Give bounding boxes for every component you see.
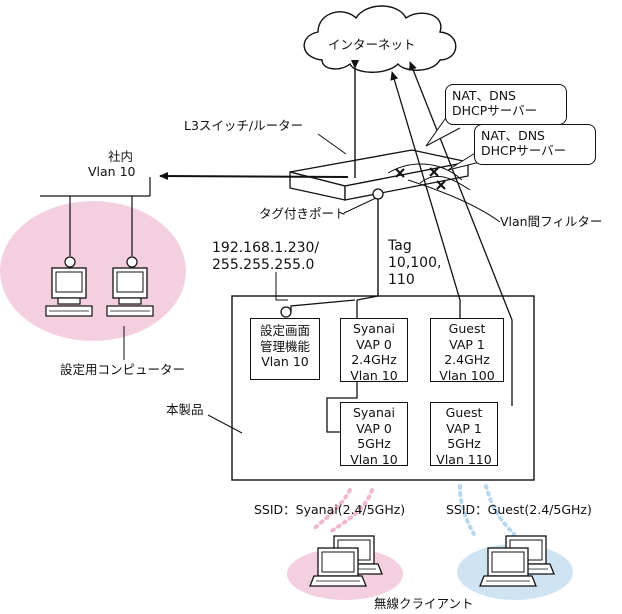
wireless-clients-label: 無線クライアント	[374, 596, 474, 611]
ip-line2: 255.255.255.0	[212, 257, 315, 273]
shanai-line1: 社内	[108, 149, 134, 164]
ip-address-label: 192.168.1.230/ 255.255.255.0	[212, 240, 319, 274]
vap-guest-5-line4: Vlan 110	[436, 451, 492, 467]
vap-guest-24-line2: VAP 1	[449, 336, 485, 352]
office-pc-1	[45, 267, 93, 317]
nat-callout-1-line1: NAT、DNS	[452, 88, 516, 103]
vap-syanai-24: Syanai VAP 0 2.4GHz Vlan 10	[340, 318, 408, 383]
vap-guest-24: Guest VAP 1 2.4GHz Vlan 100	[430, 318, 504, 383]
office-pc-2	[106, 267, 154, 317]
nat-callout-1-line2: DHCPサーバー	[452, 103, 538, 118]
shanai-label: 社内 Vlan 10	[88, 149, 136, 179]
mgmt-line3: Vlan 10	[261, 354, 309, 369]
vap-syanai-5: Syanai VAP 0 5GHz Vlan 10	[340, 402, 408, 467]
vap-guest-5-line1: Guest	[445, 405, 483, 420]
product-label: 本製品	[166, 402, 204, 417]
tag-port-label: タグ付きポート	[259, 206, 347, 221]
tag-line3: 110	[388, 272, 415, 288]
vap-syanai-5-line4: Vlan 10	[350, 451, 398, 467]
vap-guest-24-line1: Guest	[448, 321, 486, 336]
vlan-filter-label: Vlan間フィルター	[500, 214, 603, 229]
vap-guest-24-line3: 2.4GHz	[444, 352, 490, 367]
tag-vlans-label: Tag 10,100, 110	[388, 238, 441, 289]
mgmt-box: 設定画面 管理機能 Vlan 10	[250, 318, 320, 380]
office-area	[0, 201, 186, 341]
vlan-filter-crosses	[395, 167, 446, 190]
vap-guest-5: Guest VAP 1 5GHz Vlan 110	[430, 402, 498, 467]
vap-guest-5-line2: VAP 1	[446, 420, 482, 436]
wireless-signals-guest	[458, 484, 516, 536]
tag-line1: Tag	[388, 238, 412, 254]
syanai-laptop-front	[309, 547, 367, 587]
ssid-syanai-label: SSID：Syanai(2.4/5GHz)	[254, 502, 406, 517]
wireless-signals-syanai	[310, 488, 374, 534]
vap-syanai-5-line2: VAP 0	[356, 420, 392, 436]
vap-syanai-24-line4: Vlan 10	[350, 367, 398, 383]
ssid-guest-label: SSID：Guest(2.4/5GHz)	[446, 502, 592, 517]
mgmt-line1: 設定画面	[259, 323, 310, 338]
nat-callout-2-line2: DHCPサーバー	[481, 143, 567, 158]
nat-callout-2-line1: NAT、DNS	[481, 128, 545, 143]
shanai-line2: Vlan 10	[88, 164, 136, 179]
vap-syanai-5-line3: 5GHz	[357, 436, 391, 451]
settings-pc-label: 設定用コンピューター	[60, 362, 186, 377]
vap-syanai-24-line3: 2.4GHz	[351, 352, 397, 367]
vap-syanai-5-line1: Syanai	[352, 405, 396, 420]
vap-syanai-24-line1: Syanai	[352, 321, 396, 336]
ip-line1: 192.168.1.230/	[212, 240, 320, 256]
product-box	[231, 295, 535, 481]
vap-syanai-24-line2: VAP 0	[356, 336, 392, 352]
internet-label: インターネット	[328, 37, 416, 52]
tag-line2: 10,100,	[388, 255, 442, 271]
mgmt-line2: 管理機能	[259, 338, 310, 354]
vap-guest-24-line4: Vlan 100	[439, 367, 495, 383]
vap-guest-5-line3: 5GHz	[447, 436, 481, 451]
guest-laptop-front	[479, 547, 537, 587]
nat-dhcp-callout-1: NAT、DNS DHCPサーバー	[445, 84, 567, 125]
internet-cloud	[303, 5, 457, 73]
router-label: L3スイッチ/ルーター	[184, 118, 304, 133]
nat-dhcp-callout-2: NAT、DNS DHCPサーバー	[474, 124, 596, 165]
